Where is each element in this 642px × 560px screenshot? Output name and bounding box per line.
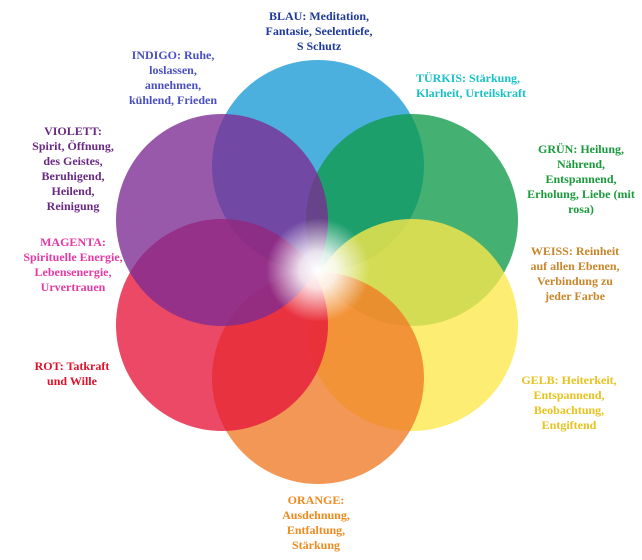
label-indigo: INDIGO: Ruhe,loslassen,annehmen,kühlend,… — [118, 48, 228, 108]
label-violett-line: Beruhigend, — [41, 169, 105, 183]
label-magenta-line: Lebensenergie, — [34, 265, 112, 279]
label-orange: ORANGE:Ausdehnung,Entfaltung,Stärkung — [266, 493, 366, 553]
label-violett: VIOLETT:Spirit, Öffnung,des Geistes,Beru… — [20, 124, 126, 214]
label-weiss-line: WEISS: Reinheit — [530, 244, 620, 258]
label-indigo-line: kühlend, Frieden — [128, 93, 218, 107]
label-violett-line: des Geistes, — [43, 154, 103, 168]
label-orange-line: ORANGE: — [287, 493, 345, 507]
label-gruen-line: GRÜN: Heilung, — [537, 142, 624, 156]
label-violett-line: Reinigung — [46, 199, 100, 213]
label-gelb-line: Entgiftend — [541, 418, 597, 432]
label-indigo-line: loslassen, — [149, 63, 197, 77]
label-violett-line: Spirit, Öffnung, — [32, 139, 114, 153]
label-blau-line: Fantasie, Seelentiefe, — [265, 24, 373, 38]
label-rot-line: und Wille — [47, 374, 97, 388]
label-blau-line: BLAU: Meditation, — [269, 9, 369, 23]
label-tuerkis-line: Klarheit, Urteilskraft — [416, 86, 526, 100]
label-gelb-line: GELB: Heiterkeit, — [521, 373, 617, 387]
label-violett-line: Heilend, — [51, 184, 95, 198]
label-weiss-line: Verbindung zu — [537, 274, 613, 288]
label-indigo-line: INDIGO: Ruhe, — [131, 48, 215, 62]
label-orange-line: Stärkung — [291, 538, 341, 552]
label-magenta-line: MAGENTA: — [40, 235, 106, 249]
label-rot-line: ROT: Tatkraft — [34, 359, 110, 373]
label-gruen-line: Entspannend, — [545, 172, 617, 186]
label-tuerkis: TÜRKIS: Stärkung,Klarheit, Urteilskraft — [416, 71, 526, 101]
label-indigo-line: annehmen, — [144, 78, 202, 92]
center-white-glow — [266, 218, 370, 322]
label-gelb-line: Entspannend, — [533, 388, 605, 402]
label-gelb-line: Beobachtung, — [533, 403, 605, 417]
label-gelb: GELB: Heiterkeit,Entspannend,Beobachtung… — [514, 373, 624, 433]
label-blau-line: S Schutz — [296, 39, 342, 53]
label-orange-line: Entfaltung, — [286, 523, 346, 537]
label-weiss-line: jeder Farbe — [544, 289, 606, 303]
label-gruen-line: rosa) — [568, 202, 594, 216]
label-gruen-line: Erholung, Liebe (mit — [527, 187, 635, 201]
label-tuerkis-line: TÜRKIS: Stärkung, — [416, 71, 521, 85]
label-magenta-line: Spirituelle Energie, — [23, 250, 123, 264]
label-weiss-line: auf allen Ebenen, — [530, 259, 620, 273]
label-magenta-line: Urvertrauen — [40, 280, 106, 294]
label-gruen-line: Nährend, — [556, 157, 606, 171]
label-gruen: GRÜN: Heilung,Nährend,Entspannend,Erholu… — [522, 142, 640, 217]
label-orange-line: Ausdehnung, — [282, 508, 350, 522]
label-blau: BLAU: Meditation,Fantasie, Seelentiefe,S… — [263, 9, 375, 54]
label-violett-line: VIOLETT: — [44, 124, 102, 138]
label-magenta: MAGENTA:Spirituelle Energie,Lebensenergi… — [10, 235, 136, 295]
